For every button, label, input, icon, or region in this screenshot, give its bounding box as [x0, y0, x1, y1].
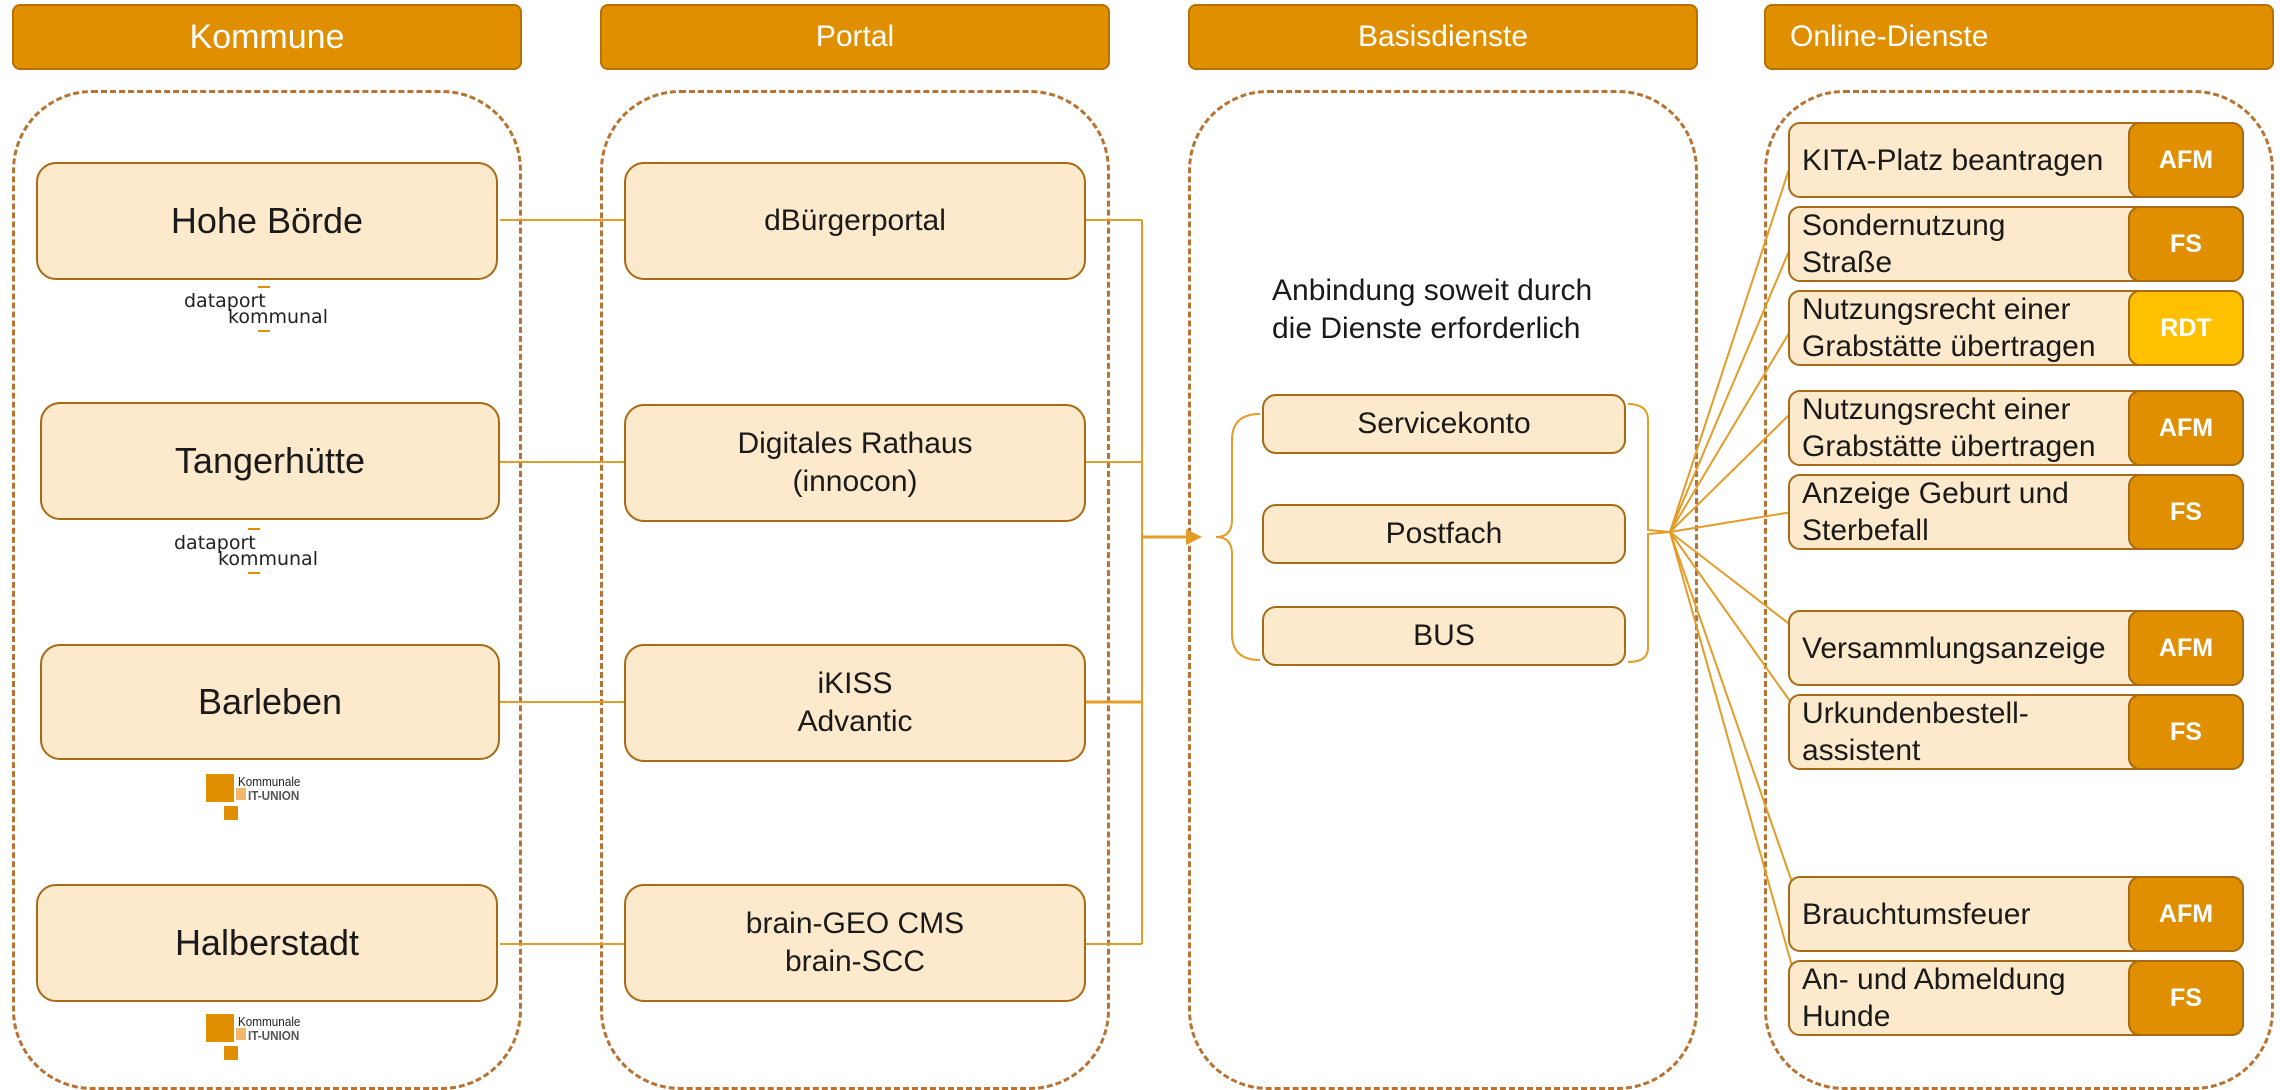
service-badge: AFM [2128, 610, 2244, 686]
basis-label: Postfach [1385, 517, 1503, 550]
service-anzeige-geburt-sterbefall: Anzeige Geburt und Sterbefall FS [1788, 474, 2244, 550]
header-kommune: Kommune [12, 4, 522, 70]
kommune-label: Tangerhütte [174, 440, 366, 481]
header-online-dienste-label: Online-Dienste [1790, 20, 1989, 53]
basisdienste-note: Anbindung soweit durch die Dienste erfor… [1272, 274, 1593, 345]
portal-brain-geo: brain-GEO CMS brain-SCC [624, 884, 1086, 1002]
service-kita-platz: KITA-Platz beantragen AFM [1788, 122, 2244, 198]
dataport-kommunal-logo: dataport kommunal [184, 284, 364, 336]
logo-text: Kommunale [238, 774, 301, 789]
kommune-halberstadt: Halberstadt [36, 884, 498, 1002]
service-label: Brauchtumsfeuer [1802, 897, 2031, 931]
service-brauchtumsfeuer: Brauchtumsfeuer AFM [1788, 876, 2244, 952]
logo-text: dataport [174, 532, 256, 554]
service-label: Nutzungsrecht einer Grabstätte übertrage… [1802, 393, 2096, 463]
service-label: Nutzungsrecht einer Grabstätte übertrage… [1802, 293, 2096, 363]
logo-square [206, 1014, 234, 1042]
service-badge: FS [2128, 474, 2244, 550]
portal-dbuergerportal: dBürgerportal [624, 162, 1086, 280]
service-label: KITA-Platz beantragen [1802, 143, 2104, 177]
header-portal-label: Portal [815, 20, 895, 53]
connector-lines [500, 159, 1793, 967]
kommunale-it-union-logo: Kommunale IT-UNION [206, 774, 326, 824]
basis-bus: BUS [1262, 606, 1626, 666]
dataport-kommunal-logo: dataport kommunal [174, 526, 354, 578]
kommune-barleben: Barleben [40, 644, 500, 760]
logo-text: IT-UNION [248, 788, 300, 803]
kommune-label: Hohe Börde [170, 200, 364, 241]
portal-ikiss-advantic: iKISS Advantic [624, 644, 1086, 762]
service-badge: RDT [2128, 290, 2244, 366]
service-nutzungsrecht-grabstaette-rdt: Nutzungsrecht einer Grabstätte übertrage… [1788, 290, 2244, 366]
kommunale-it-union-logo: Kommunale IT-UNION [206, 1014, 326, 1064]
portal-digitales-rathaus: Digitales Rathaus (innocon) [624, 404, 1086, 522]
portal-label: brain-GEO CMS brain-SCC [745, 907, 965, 978]
service-label: Anzeige Geburt und Sterbefall [1802, 477, 2069, 547]
logo-square [224, 806, 238, 820]
portal-label: Digitales Rathaus (innocon) [737, 427, 973, 498]
service-badge: FS [2128, 960, 2244, 1036]
logo-square [206, 774, 234, 802]
logo-square [236, 788, 246, 800]
kommune-label: Halberstadt [174, 922, 360, 963]
header-portal: Portal [600, 4, 1110, 70]
logo-text: Kommunale [238, 1014, 301, 1029]
service-label: Sondernutzung Straße [1802, 209, 2006, 279]
service-badge: AFM [2128, 122, 2244, 198]
kommune-tangerhuette: Tangerhütte [40, 402, 500, 520]
service-badge: FS [2128, 206, 2244, 282]
logo-bar [258, 330, 270, 332]
service-label: An- und Abmeldung Hunde [1802, 963, 2066, 1033]
service-versammlungsanzeige: Versammlungsanzeige AFM [1788, 610, 2244, 686]
basis-label: Servicekonto [1357, 407, 1531, 440]
basis-postfach: Postfach [1262, 504, 1626, 564]
logo-text: IT-UNION [248, 1028, 300, 1043]
header-basisdienste: Basisdienste [1188, 4, 1698, 70]
logo-square [224, 1046, 238, 1060]
kommune-hohe-boerde: Hohe Börde [36, 162, 498, 280]
logo-bar [248, 572, 260, 574]
service-label: Versammlungsanzeige [1802, 631, 2106, 665]
portal-label: iKISS Advantic [797, 667, 913, 738]
logo-text: dataport [184, 290, 266, 312]
service-urkundenbestellassistent: Urkundenbestell- assistent FS [1788, 694, 2244, 770]
logo-bar [258, 286, 270, 288]
logo-bar [248, 528, 260, 530]
logo-text: kommunal [218, 548, 318, 570]
service-sondernutzung-strasse: Sondernutzung Straße FS [1788, 206, 2244, 282]
portal-label: dBürgerportal [764, 204, 946, 237]
service-nutzungsrecht-grabstaette-afm: Nutzungsrecht einer Grabstätte übertrage… [1788, 390, 2244, 466]
logo-square [236, 1028, 246, 1040]
service-badge: AFM [2128, 390, 2244, 466]
kommune-label: Barleben [197, 681, 343, 722]
service-badge: AFM [2128, 876, 2244, 952]
header-kommune-label: Kommune [189, 17, 345, 56]
service-an-abmeldung-hunde: An- und Abmeldung Hunde FS [1788, 960, 2244, 1036]
header-basisdienste-label: Basisdienste [1357, 20, 1529, 53]
basis-servicekonto: Servicekonto [1262, 394, 1626, 454]
header-online-dienste: Online-Dienste [1764, 4, 2274, 70]
logo-text: kommunal [228, 306, 328, 328]
service-label: Urkundenbestell- assistent [1802, 697, 2029, 767]
basis-label: BUS [1413, 619, 1475, 652]
service-badge: FS [2128, 694, 2244, 770]
